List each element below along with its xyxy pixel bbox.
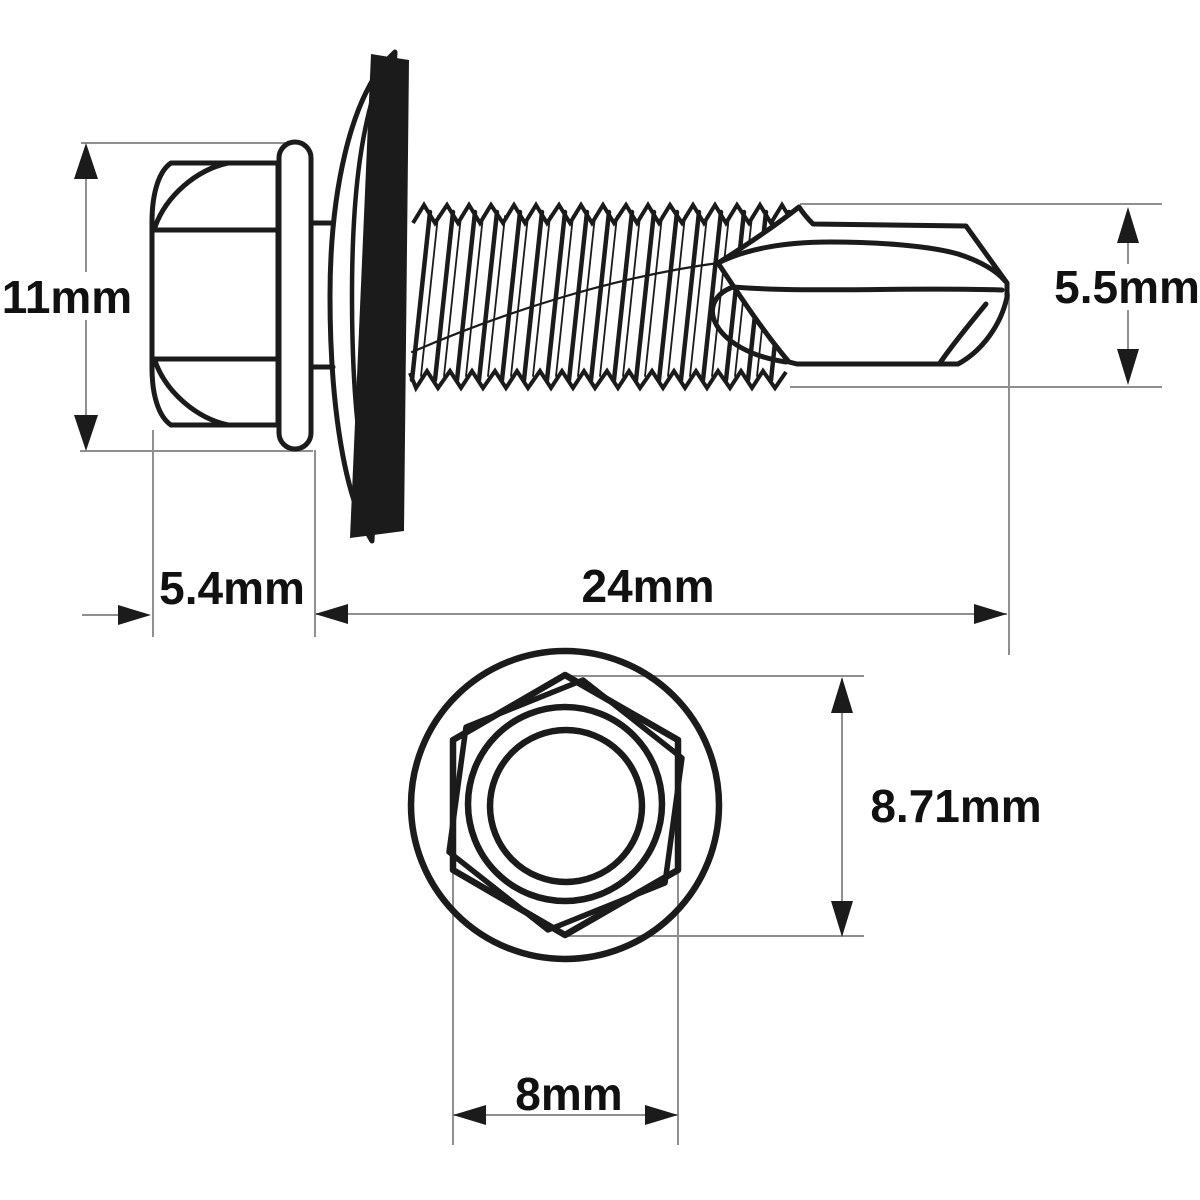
washer-rubber-face: [350, 54, 409, 538]
arrow-5.5mm-up: [1117, 207, 1139, 243]
head-top-shapes: [407, 647, 723, 963]
drill-point: [709, 204, 1010, 367]
label-across-flats: 8mm: [515, 1068, 622, 1120]
drill-flute-sweep: [715, 239, 1008, 284]
arrow-24mm-left: [315, 604, 348, 624]
arrow-8.71mm-up: [831, 677, 853, 713]
hexagon-outline: [449, 671, 682, 939]
sealing-washer: [327, 49, 409, 544]
arrow-8mm-left: [453, 1105, 486, 1125]
drill-heel-relief: [937, 301, 989, 366]
label-thread-length: 24mm: [582, 560, 715, 612]
hex-head-side: [149, 139, 336, 452]
head-flange-collar: [276, 139, 314, 452]
thread-crests-bottom: [408, 367, 788, 393]
arrow-11mm-down: [74, 415, 98, 451]
dimension-lines-side: [74, 142, 1162, 655]
head-facet-arc-top: [152, 160, 231, 230]
head-facet-arc-bottom: [152, 358, 231, 428]
label-head-length: 5.4mm: [159, 562, 305, 614]
hexagon-chamfer: [446, 677, 685, 933]
label-flange-diameter: 11mm: [2, 271, 132, 323]
drill-flute-scoop: [709, 284, 789, 365]
arrow-11mm-up: [74, 143, 98, 179]
top-view: 8.71mm 8mm: [407, 647, 1042, 1145]
dimension-lines-top: [452, 675, 864, 1145]
arrow-8.71mm-down: [831, 901, 853, 937]
thread-helix-line: [410, 261, 720, 354]
label-drill-point-diameter: 5.5mm: [1054, 261, 1200, 313]
head-facet-lines: [150, 227, 281, 362]
arrow-5.5mm-down: [1117, 349, 1139, 385]
side-view: 11mm 5.4mm 24mm 5.5mm: [2, 49, 1200, 655]
shank-circle: [486, 726, 646, 886]
head-crown-circle: [464, 703, 666, 905]
label-across-corners: 8.71mm: [870, 780, 1041, 832]
arrow-8mm-right: [645, 1105, 678, 1125]
arrow-5.4mm-right: [118, 605, 151, 625]
head-neck-lines: [309, 220, 336, 370]
arrow-24mm-right: [974, 604, 1007, 624]
flange-outer-circle: [407, 647, 723, 963]
drill-cutting-edge: [730, 284, 1005, 293]
